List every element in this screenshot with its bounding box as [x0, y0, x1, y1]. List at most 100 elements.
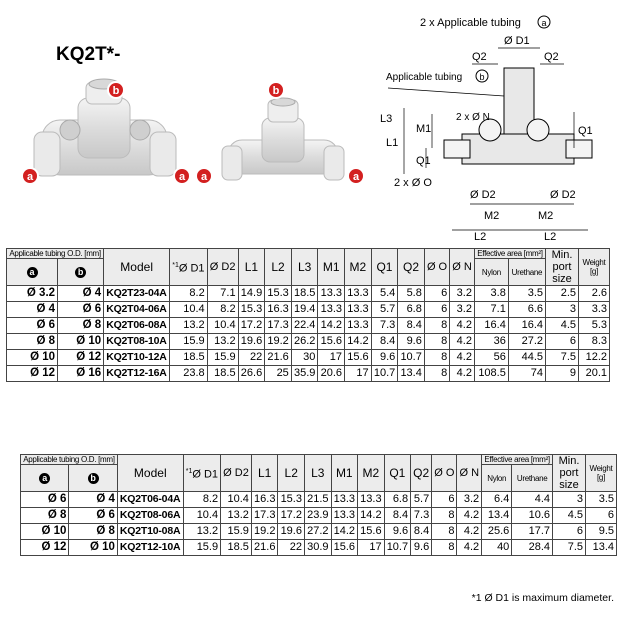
table-cell: 14.9 — [237, 285, 266, 302]
svg-text:a: a — [201, 171, 208, 183]
table-cell: 15.3 — [277, 491, 305, 508]
svg-text:a: a — [353, 171, 360, 183]
table-cell: 27.2 — [303, 523, 332, 540]
table-cell: KQ2T06-04A — [116, 491, 184, 508]
table-cell: 13.3 — [330, 507, 359, 524]
table-cell: 17.7 — [511, 523, 553, 540]
badge-a-small-right: a — [347, 167, 365, 185]
table-cell: 22.4 — [290, 317, 319, 334]
table-cell: 6 — [423, 285, 451, 302]
table-cell: 25 — [264, 365, 292, 382]
col-l1: L1 — [250, 454, 279, 492]
table-cell: Ø 10 — [57, 333, 105, 350]
table-cell: Ø 8 — [19, 507, 70, 524]
table-cell: 16.4 — [473, 317, 509, 334]
svg-text:Ø D2: Ø D2 — [470, 189, 496, 201]
table-cell: 22 — [277, 539, 305, 556]
table-cell: 13.4 — [397, 365, 425, 382]
dimension-drawing: 2 x Applicable tubing a Applicable tubin… — [380, 15, 593, 240]
table-cell: 13.2 — [169, 317, 208, 334]
svg-text:2 x Ø O: 2 x Ø O — [394, 177, 432, 189]
table-cell: 3 — [552, 491, 586, 508]
table-cell: KQ2T10-08A — [116, 523, 184, 540]
table-cell: 9.5 — [585, 523, 617, 540]
col-weight: Weight [g] — [585, 454, 617, 492]
table-cell: 14.2 — [330, 523, 359, 540]
table-cell: 15.6 — [357, 523, 385, 540]
table-cell: 4.2 — [449, 365, 475, 382]
col-d2: Ø D2 — [206, 248, 239, 286]
product-title: KQ2T*- — [56, 44, 121, 65]
table-cell: 4.4 — [511, 491, 553, 508]
svg-text:a: a — [27, 171, 34, 183]
table-cell: 3 — [545, 301, 579, 318]
table-cell: Ø 10 — [68, 539, 118, 556]
table-cell: 19.6 — [237, 333, 266, 350]
svg-text:Q2: Q2 — [544, 51, 559, 63]
table-cell: 8.2 — [206, 301, 239, 318]
table-cell: 3.8 — [473, 285, 509, 302]
fitting-small-photo — [221, 97, 345, 181]
table-cell: 13.2 — [220, 507, 252, 524]
table-cell: 7.1 — [206, 285, 239, 302]
col-model: Model — [116, 454, 184, 492]
table-cell: 13.4 — [481, 507, 513, 524]
col-m1: M1 — [317, 248, 346, 286]
table-cell: 7.1 — [473, 301, 509, 318]
table-cell: Ø 12 — [5, 365, 59, 382]
svg-text:L1: L1 — [386, 137, 398, 149]
table-cell: 3.5 — [585, 491, 617, 508]
table-cell: 44.5 — [507, 349, 547, 366]
table-cell: Ø 6 — [5, 317, 59, 334]
table-cell: 20.1 — [578, 365, 610, 382]
table-cell: Ø 8 — [68, 523, 118, 540]
col-a: a — [19, 464, 70, 492]
table-cell: 19.2 — [250, 523, 279, 540]
table-cell: 5.8 — [397, 285, 425, 302]
col-effective-area: Effective area [mm²] — [481, 454, 553, 465]
table-cell: 15.9 — [169, 333, 208, 350]
table-cell: Ø 6 — [68, 507, 118, 524]
table-cell: 4.2 — [449, 349, 475, 366]
table-cell: 26.6 — [237, 365, 266, 382]
table-cell: 13.3 — [317, 285, 346, 302]
table-cell: 20.6 — [317, 365, 346, 382]
col-tubing-od: Applicable tubing O.D. [mm] — [20, 454, 118, 465]
table-cell: 15.6 — [344, 349, 372, 366]
badge-a-small-left: a — [195, 167, 213, 185]
table-cell: 15.3 — [264, 285, 292, 302]
table-cell: 18.5 — [206, 365, 239, 382]
table-cell: 18.5 — [169, 349, 208, 366]
table-cell: 2.5 — [545, 285, 579, 302]
table-cell: Ø 4 — [68, 491, 118, 508]
table-cell: KQ2T04-06A — [103, 301, 171, 318]
col-model: Model — [103, 248, 171, 286]
svg-text:M1: M1 — [416, 123, 431, 135]
table-cell: 16.3 — [264, 301, 292, 318]
table-cell: 6.4 — [481, 491, 513, 508]
table-cell: 8.4 — [397, 317, 425, 334]
col-l2: L2 — [277, 454, 305, 492]
table-cell: 13.4 — [585, 539, 617, 556]
table-cell: 8 — [431, 507, 458, 524]
col-o: Ø O — [423, 248, 451, 286]
table-cell: 4.5 — [545, 317, 579, 334]
table-cell: 21.6 — [264, 349, 292, 366]
col-l1: L1 — [237, 248, 266, 286]
table-cell: 8.3 — [578, 333, 610, 350]
table-cell: 17.2 — [277, 507, 305, 524]
svg-text:2 x Ø N: 2 x Ø N — [456, 112, 490, 123]
table-cell: 23.9 — [303, 507, 332, 524]
svg-text:Ø D1: Ø D1 — [504, 35, 530, 47]
table-cell: 17.3 — [250, 507, 279, 524]
table-cell: KQ2T12-16A — [103, 365, 171, 382]
col-m2: M2 — [344, 248, 372, 286]
table-cell: 19.2 — [264, 333, 292, 350]
svg-text:Q1: Q1 — [578, 125, 593, 137]
